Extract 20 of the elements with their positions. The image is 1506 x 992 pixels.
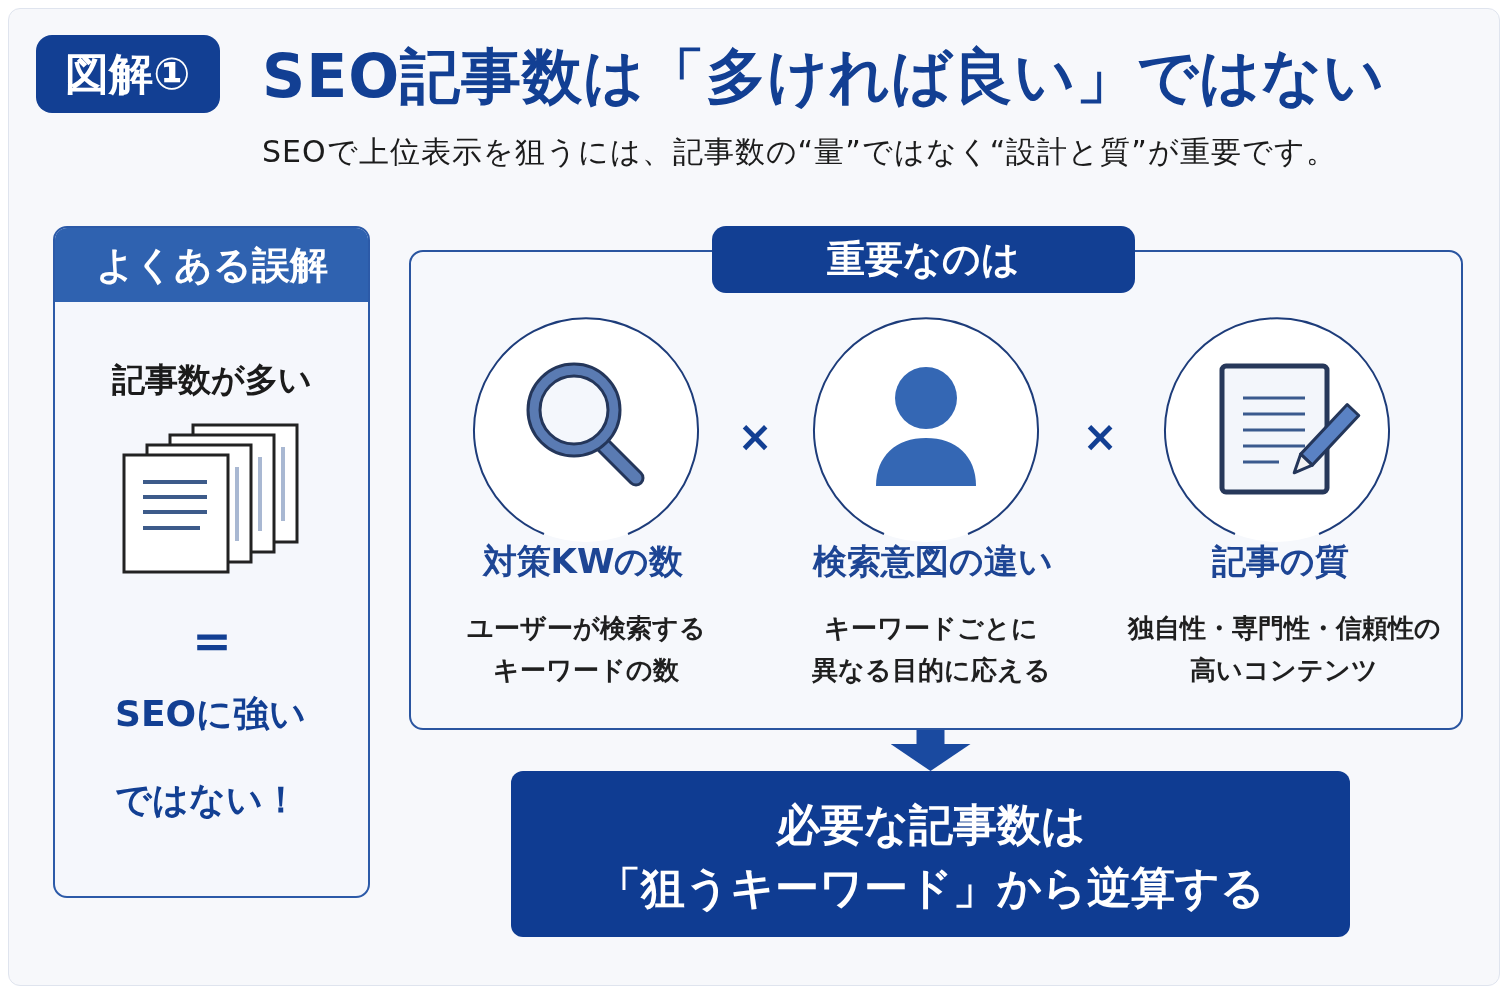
- feature-description: ユーザーが検索するキーワードの数: [465, 612, 707, 687]
- block-arrow: [890, 730, 971, 771]
- equals-sign: ＝: [185, 613, 239, 667]
- panel-header: 重要なのは: [712, 226, 1135, 293]
- multiply-sign: ×: [1082, 416, 1118, 458]
- figure-badge: 図解①: [36, 35, 220, 113]
- panel-text: 記事数が多い: [112, 361, 312, 399]
- conclusion-text: 必要な記事数は「狙うキーワード」から逆算する: [595, 798, 1266, 915]
- title: SEO記事数は「多ければ良い」ではない: [262, 40, 1386, 113]
- feature-description: 独自性・専門性・信頼性の高いコンテンツ: [1126, 612, 1442, 687]
- multiply-sign: ×: [737, 416, 773, 458]
- subtitle: SEOで上位表示を狙うには、記事数の“量”ではなく“設計と質”が重要です。: [262, 133, 1337, 171]
- panel-text: SEOに強いではない！: [115, 692, 308, 822]
- feature-heading: 検索意図の違い: [813, 542, 1053, 582]
- info-panel: [53, 226, 370, 898]
- conclusion-box: [511, 771, 1350, 937]
- feature-heading: 記事の質: [1211, 542, 1349, 582]
- feature-description: キーワードごとに異なる目的に応える: [810, 612, 1052, 687]
- feature-heading: 対策KWの数: [482, 542, 684, 582]
- panel-header: よくある誤解: [55, 228, 368, 302]
